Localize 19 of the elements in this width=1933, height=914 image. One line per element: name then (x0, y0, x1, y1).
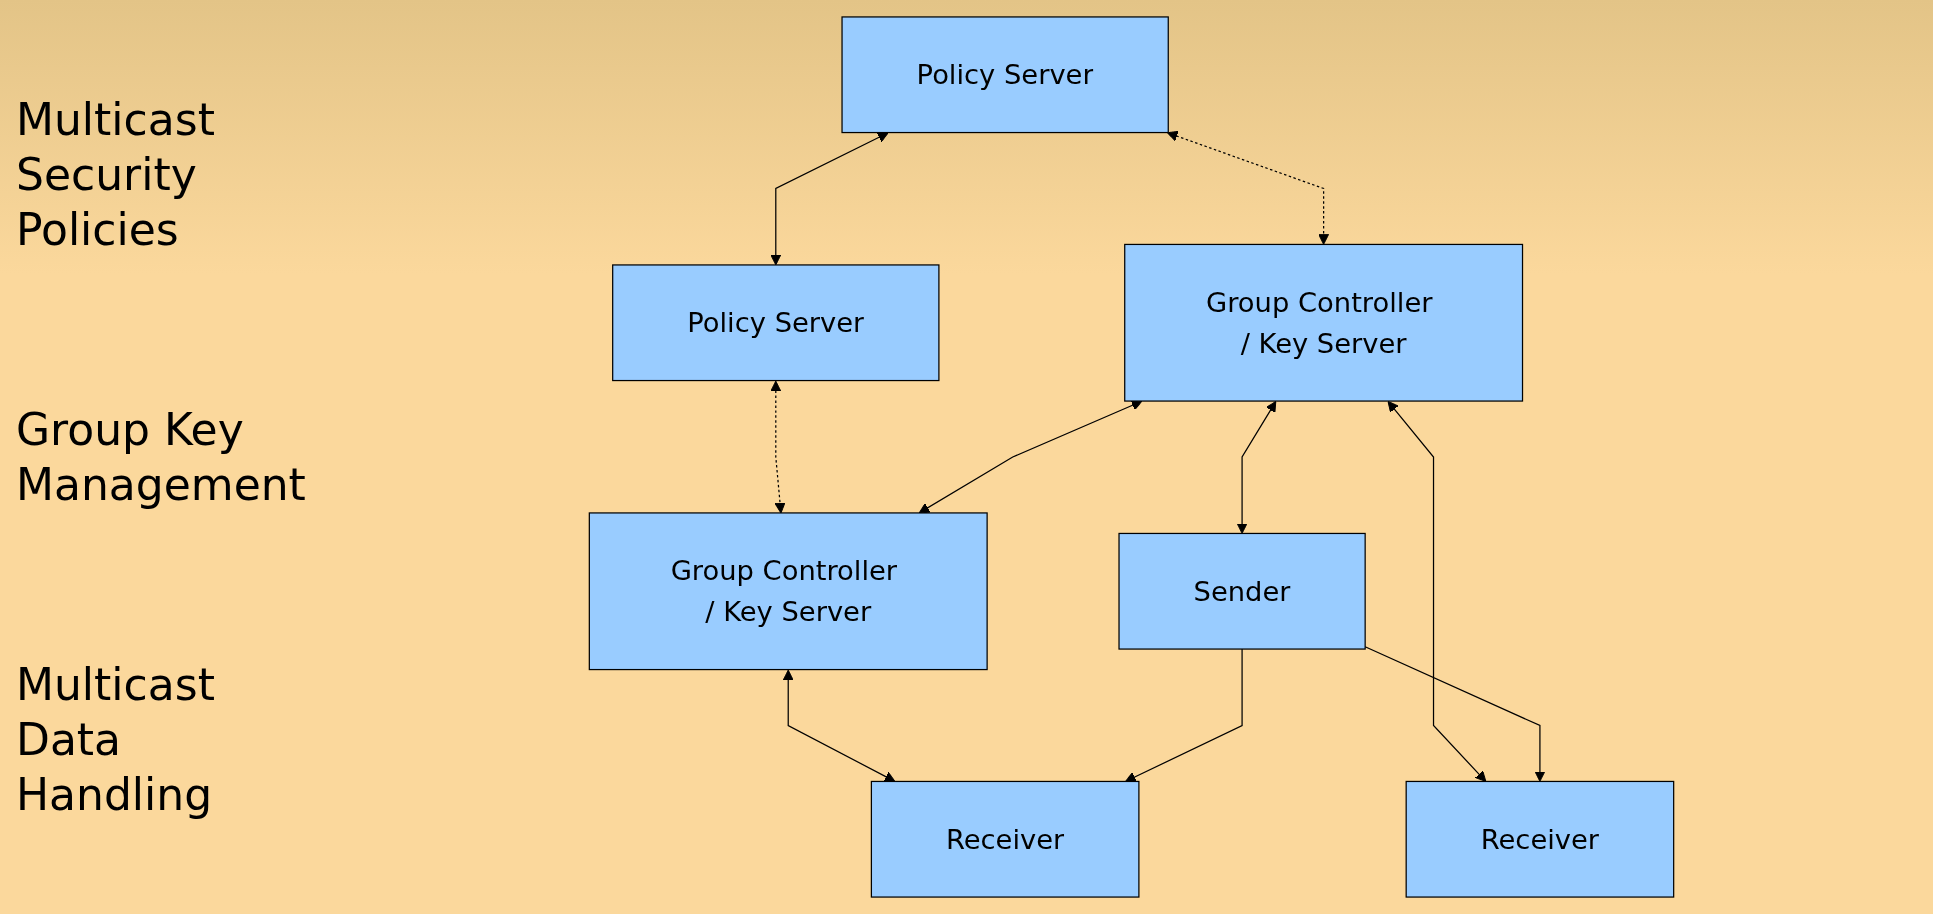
arrow (1236, 401, 1277, 534)
node-box: Receiver (870, 780, 1140, 898)
layer-label: Multicast Data Handling (16, 657, 216, 822)
arrow (1166, 130, 1330, 245)
arrow (770, 380, 786, 514)
node-box: Policy Server (612, 264, 940, 382)
arrow (918, 400, 1143, 514)
layer-label: Multicast Security Policies (16, 93, 216, 258)
layer-label: Group Key Management (16, 403, 307, 512)
node-box: Receiver (1405, 780, 1675, 898)
arrow (1387, 400, 1487, 782)
arrow (782, 669, 896, 782)
arrow (770, 132, 889, 266)
arrow (1364, 646, 1546, 782)
node-box: Group Controller / Key Server (588, 512, 988, 671)
node-box: Policy Server (841, 16, 1169, 134)
node-box: Sender (1118, 532, 1366, 650)
node-box: Group Controller / Key Server (1124, 243, 1524, 402)
arrow (1125, 648, 1243, 783)
